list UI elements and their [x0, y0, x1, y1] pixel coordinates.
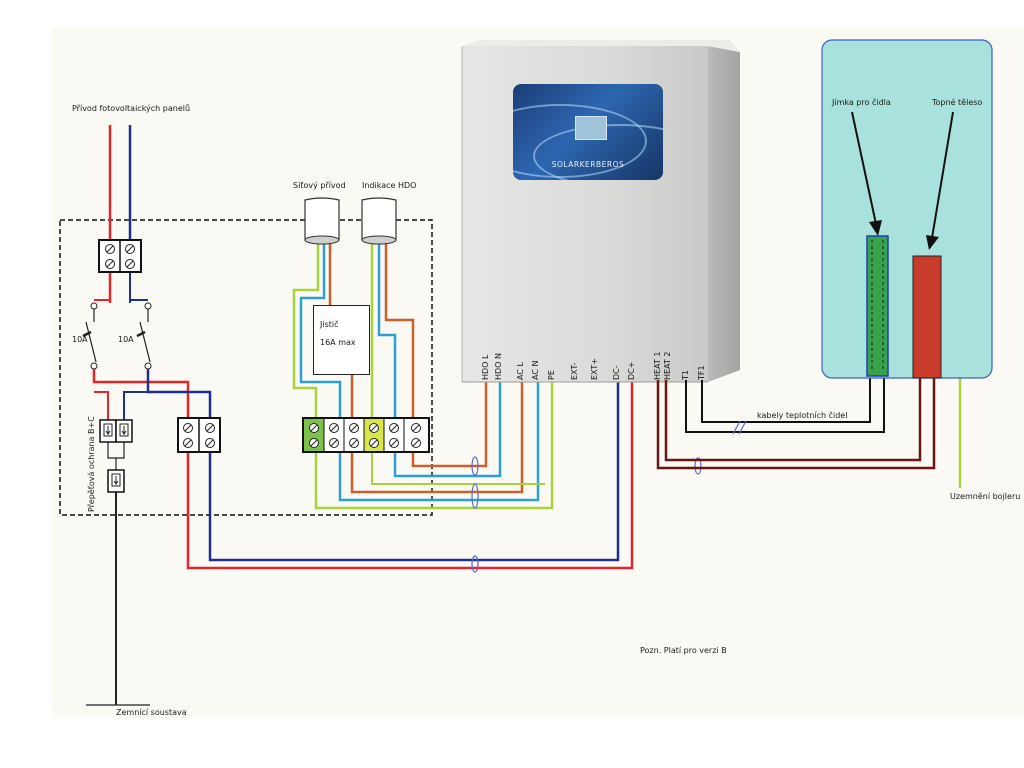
brand-label: SOLARKERBEROS: [551, 160, 625, 169]
fuse-disconnectors: [82, 302, 152, 370]
terminal-label-ac-n: AC N: [531, 360, 540, 380]
mains-earth-wire: [292, 243, 320, 420]
heater-cable-1: [656, 375, 936, 470]
heater-element: [912, 255, 942, 379]
terminal-label-hdo-l: HDO L: [481, 354, 490, 380]
ac-wiring: [292, 243, 554, 510]
terminal-label-hdo-n: HDO N: [494, 353, 503, 380]
terminal-label-tf1: TF1: [697, 365, 706, 380]
hdo-phase-wire: [384, 243, 415, 420]
terminal-label-pe: PE: [547, 370, 556, 380]
terminal-label-ext-minus: EXT-: [570, 362, 579, 380]
terminal-label-heat-1: HEAT 1: [653, 351, 662, 380]
mains-neutral-wire: [299, 243, 342, 420]
sensor-cable-1: [685, 375, 885, 433]
cable-bundles: [471, 456, 702, 573]
heating-wiring: [656, 368, 962, 488]
hdo-indication-label: Indikace HDO: [362, 181, 417, 190]
fuse-right-label: 10A: [118, 335, 134, 344]
heater-cable-2: [664, 375, 922, 462]
boiler-ground-label: Uzemnění bojleru: [950, 492, 1021, 501]
surge-protector: [99, 419, 133, 493]
terminal-label-t1: T1: [681, 370, 690, 380]
heating-element-label: Topné těleso: [932, 98, 983, 107]
surge-protection-label: Přepěťová ochrana B+C: [87, 416, 96, 512]
terminal-label-dc-minus: DC-: [612, 365, 621, 380]
sensor-cable-2: [701, 375, 871, 423]
circuit-breaker: Jistič 16A max: [313, 305, 370, 375]
distribution-box-outline: [59, 219, 433, 516]
terminal-label-ac-l: AC L: [516, 362, 525, 380]
note-label: Pozn. Platí pro verzi B: [640, 646, 727, 655]
terminal-label-dc-plus: DC+: [627, 361, 636, 380]
mains-supply-label: Síťový přívod: [293, 181, 346, 190]
fuse-left-label: 10A: [72, 335, 88, 344]
pv-dc-wiring: [86, 125, 634, 706]
boiler-tank: [821, 39, 993, 379]
ground-system-label: Zemnící soustava: [116, 708, 187, 717]
sensor-cables-label: kabely teplotních čidel: [757, 411, 848, 420]
pv-supply-label: Přívod fotovoltaických panelů: [72, 104, 191, 113]
breaker-title: Jistič: [320, 320, 339, 329]
terminal-label-ext-plus: EXT+: [590, 358, 599, 380]
pv-terminal-block: [98, 239, 142, 273]
sensor-well-label: Jímka pro čidla: [832, 98, 891, 107]
controller-display: SOLARKERBEROS: [513, 84, 663, 180]
cable-sleeves: [304, 197, 397, 245]
lcd-panel: [575, 116, 607, 140]
ac-terminal-block: [302, 417, 430, 453]
sensor-well: [866, 235, 889, 377]
terminal-label-heat-2: HEAT 2: [663, 351, 672, 380]
dc-terminal-block: [177, 417, 221, 453]
hdo-neutral-wire: [377, 243, 397, 420]
breaker-rating: 16A max: [320, 338, 356, 347]
